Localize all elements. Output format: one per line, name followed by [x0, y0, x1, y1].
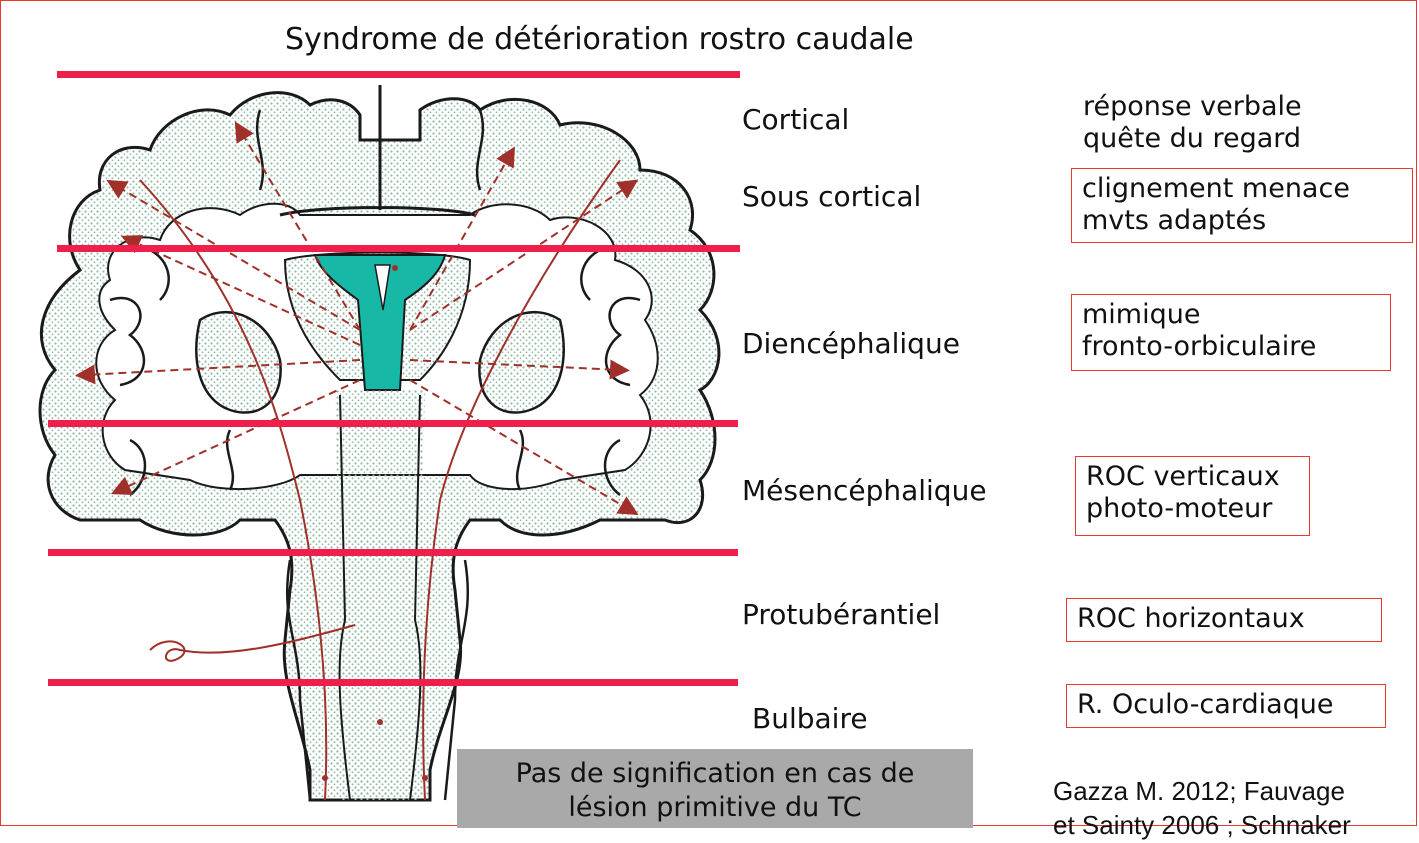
level-label-sous-cortical: Sous cortical	[742, 180, 921, 213]
level-label-protuberantiel: Protubérantiel	[742, 598, 940, 631]
divider-line	[48, 679, 738, 686]
level-label-diencephalique: Diencéphalique	[742, 327, 960, 360]
level-label-mesencephalique: Mésencéphalique	[742, 474, 987, 507]
divider-line	[48, 549, 738, 556]
sign-box-mesencephalique: ROC verticaux photo-moteur	[1075, 456, 1310, 536]
reference-citation: Gazza M. 2012; Fauvage et Sainty 2006 ; …	[1053, 775, 1351, 843]
sign-cortical: réponse verbale quête du regard	[1083, 91, 1302, 156]
sign-box-protuberantiel: ROC horizontaux	[1066, 598, 1382, 642]
divider-line	[48, 420, 738, 427]
level-label-cortical: Cortical	[742, 103, 849, 136]
divider-line	[57, 71, 740, 78]
level-label-bulbaire: Bulbaire	[752, 702, 868, 735]
divider-line	[57, 245, 740, 252]
note-box: Pas de signification en cas de lésion pr…	[457, 749, 973, 828]
brainstem	[333, 390, 428, 800]
sign-box-bulbaire: R. Oculo-cardiaque	[1066, 684, 1386, 728]
sign-box-sous-cortical: clignement menace mvts adaptés	[1071, 168, 1413, 243]
sign-box-diencephalique: mimique fronto-orbiculaire	[1071, 294, 1391, 371]
